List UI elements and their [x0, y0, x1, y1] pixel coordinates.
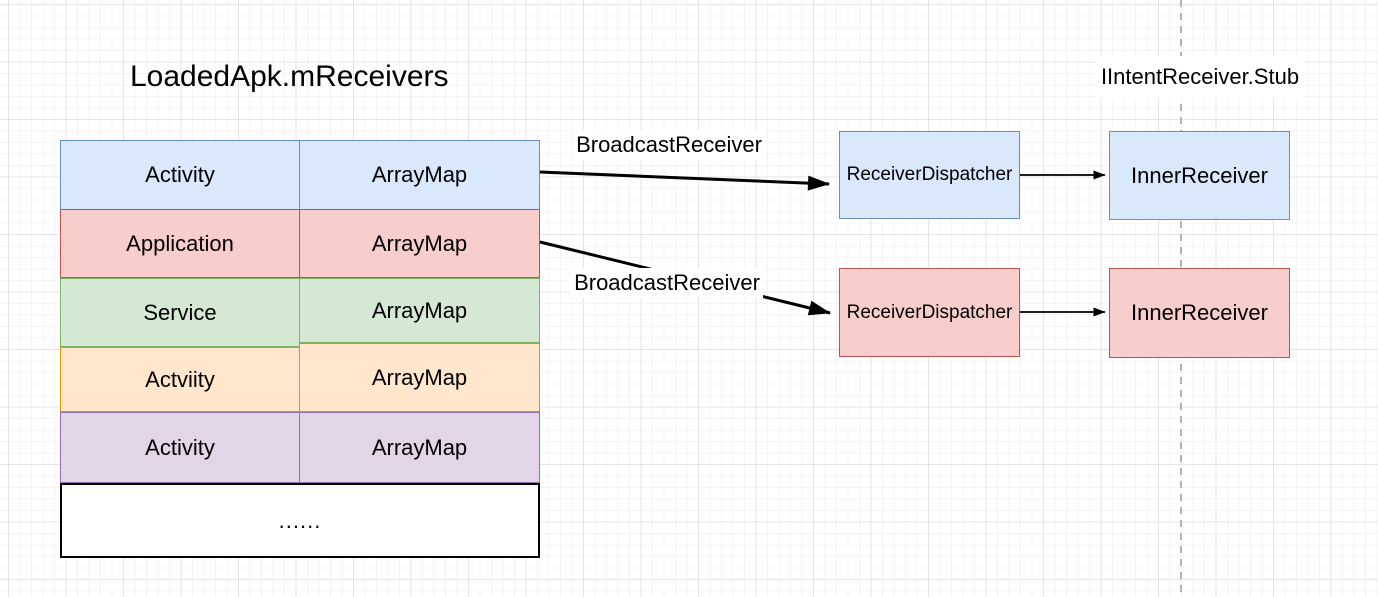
table-cell-key: Actviity: [60, 347, 300, 412]
table-cell-value: ArrayMap: [299, 140, 540, 210]
table-cell-value: ArrayMap: [299, 412, 540, 483]
stub-title: IIntentReceiver.Stub: [1096, 56, 1304, 98]
node-inner-receiver-bottom: InnerReceiver: [1109, 268, 1290, 358]
table-ellipsis-row: ......: [60, 483, 540, 558]
node-receiver-dispatcher-bottom: ReceiverDispatcher: [839, 268, 1020, 357]
arrow-broadcast-top: [539, 170, 830, 191]
table-cell-key: Service: [60, 278, 300, 347]
table-cell-key: Application: [60, 209, 300, 278]
node-inner-receiver-top: InnerReceiver: [1109, 131, 1290, 220]
table-cell-value: ArrayMap: [299, 278, 540, 343]
table-cell-key: Activity: [60, 140, 300, 210]
table-cell-value: ArrayMap: [299, 209, 540, 278]
node-receiver-dispatcher-top: ReceiverDispatcher: [839, 131, 1020, 219]
table-cell-key: Activity: [60, 412, 300, 483]
edge-label-broadcast-bottom: BroadcastReceiver: [571, 268, 763, 298]
diagram-title: LoadedApk.mReceivers: [130, 60, 449, 93]
edge-label-broadcast-top: BroadcastReceiver: [573, 130, 765, 160]
table-cell-value: ArrayMap: [299, 343, 540, 412]
